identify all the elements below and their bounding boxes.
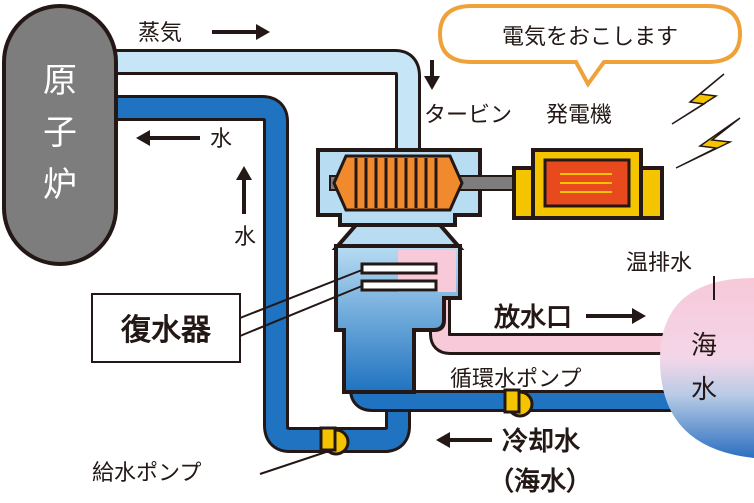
reactor-label-3: 炉 (43, 165, 77, 205)
condenser-leader-line (239, 269, 363, 319)
callout-text: 電気をおこします (502, 25, 678, 50)
cooling-water-label: 冷却水 (502, 426, 581, 457)
sea-label-2: 水 (691, 375, 717, 405)
cooling-arrow-icon (436, 432, 492, 448)
feed-pump (319, 426, 350, 456)
reactor-label-2: 子 (43, 113, 77, 153)
turbine-blades (354, 158, 438, 208)
lightning-bolt-icon (675, 117, 741, 169)
condenser-label: 復水器 (120, 313, 212, 348)
water-arrow-left-icon (136, 130, 200, 146)
lightning-bolt-icon (671, 73, 725, 125)
turbine-label: タービン (424, 103, 512, 128)
feed-pump-label: 給水ポンプ (92, 461, 201, 486)
condenser-label-box (91, 293, 241, 363)
steam-label: 蒸気 (138, 21, 182, 46)
turbine-rotor (332, 154, 464, 212)
reactor-label-1: 原 (43, 61, 77, 101)
circulating-pump (503, 388, 534, 418)
warm-drain-label: 温排水 (626, 251, 692, 276)
feed-pump-leader (259, 451, 327, 475)
callout-bubble (437, 3, 743, 88)
condenser-tubes (360, 262, 438, 292)
outlet-label: 放水口 (493, 302, 572, 333)
water-arrow-up-icon (236, 166, 252, 214)
cooling-water-sub-label: （海水） (488, 467, 592, 497)
reactor-vessel (2, 4, 118, 266)
water-label-top: 水 (210, 127, 232, 152)
turbine-arrow-down-icon (424, 60, 440, 90)
circ-pump-label: 循環水ポンプ (450, 367, 581, 392)
sea (660, 278, 754, 458)
sea-label-1: 海 (691, 331, 717, 361)
outlet-arrow-icon (586, 308, 646, 324)
generator-label: 発電機 (546, 103, 612, 128)
water-label-side: 水 (234, 225, 256, 250)
steam-arrow-icon (212, 24, 270, 40)
